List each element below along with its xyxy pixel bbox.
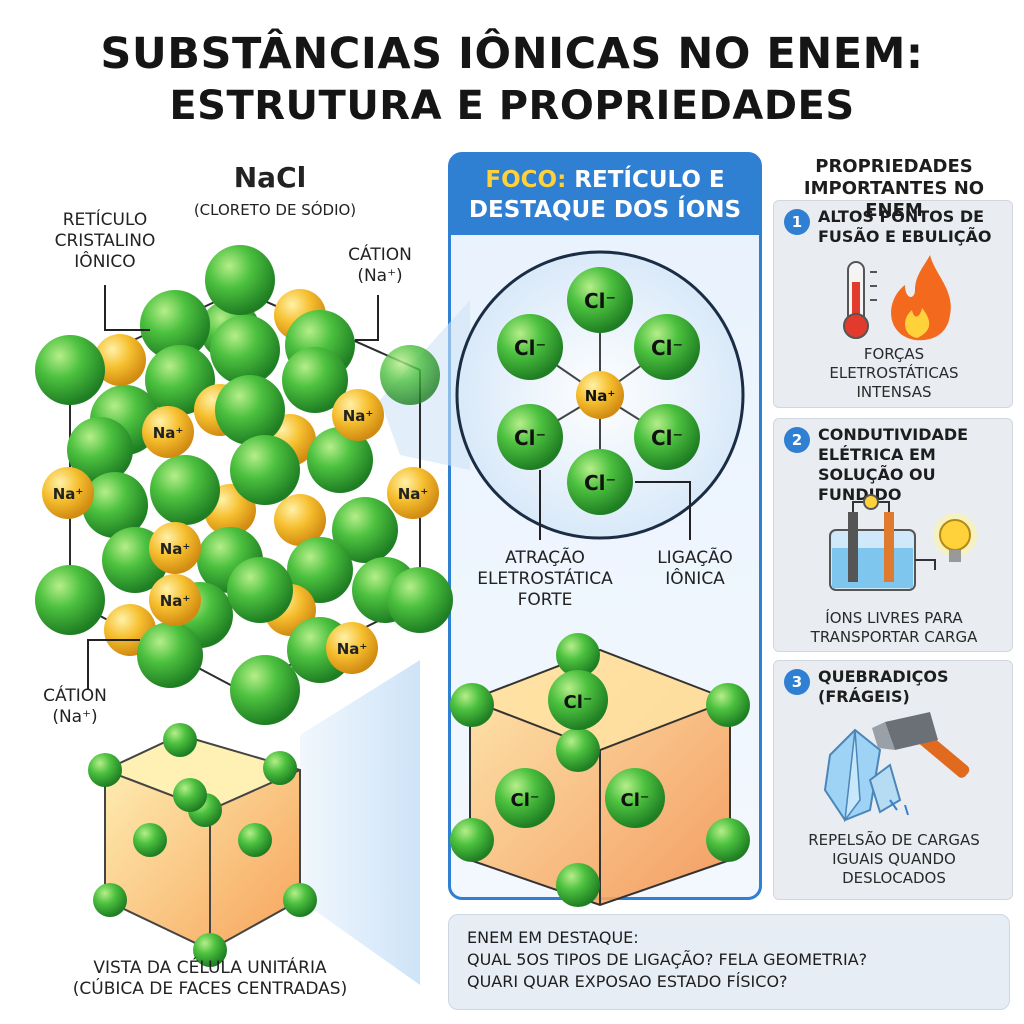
cation-label-left: CÁTION (Na⁺) xyxy=(43,686,107,727)
cl-ion-label: Cl⁻ xyxy=(514,336,546,360)
ionic-lattice xyxy=(35,245,453,725)
cl-ion-label: Cl⁻ xyxy=(584,289,616,313)
na-ion-label: Na⁺ xyxy=(343,407,374,425)
crystal-icon xyxy=(823,728,902,823)
enem-title: ENEM EM DESTAQUE: xyxy=(467,928,639,947)
na-ion-label: Na⁺ xyxy=(160,540,191,558)
na-ion-label: Na⁺ xyxy=(337,640,368,658)
cl-ion-label: Cl⁻ xyxy=(584,471,616,495)
na-ion-label: Na⁺ xyxy=(398,485,429,503)
lattice-label: RETÍCULO CRISTALINO IÔNICO xyxy=(54,210,156,272)
enem-question-2: QUARI QUAR EXPOSAO ESTADO FÍSICO? xyxy=(467,972,788,991)
cl-ion-label: Cl⁻ xyxy=(511,790,540,811)
cl-ion-label: Cl⁻ xyxy=(651,336,683,360)
cl-ion-label: Cl⁻ xyxy=(564,692,593,713)
page-title: SUBSTÂNCIAS IÔNICAS NO ENEM: ESTRUTURA E… xyxy=(0,28,1024,132)
na-ion-label: Na⁺ xyxy=(53,485,84,503)
na-ion-label: Na⁺ xyxy=(585,387,616,405)
middle-unit-cell: Cl⁻ Cl⁻ Cl⁻ xyxy=(450,633,750,907)
cl-ion-label: Cl⁻ xyxy=(651,426,683,450)
zoom-ions: Cl⁻ Cl⁻ Cl⁻ Cl⁻ Cl⁻ Cl⁻ Na⁺ xyxy=(497,267,700,515)
nacl-name: (CLORETO DE SÓDIO) xyxy=(193,201,357,219)
thermometer-icon xyxy=(843,261,877,339)
cl-ion-label: Cl⁻ xyxy=(514,426,546,450)
na-ion-label: Na⁺ xyxy=(153,424,184,442)
hammer-icon xyxy=(872,712,970,778)
light-bulb-icon xyxy=(933,513,977,562)
enem-highlight-box: ENEM EM DESTAQUE: QUAL 5OS TIPOS DE LIGA… xyxy=(448,914,1010,1010)
fcc-unit-cell xyxy=(88,723,317,967)
na-ion-label: Na⁺ xyxy=(160,592,191,610)
electrolysis-cell-icon xyxy=(829,494,936,591)
cl-ion-label: Cl⁻ xyxy=(621,790,650,811)
unit-cell-caption: VISTA DA CÉLULA UNITÁRIA (CÚBICA DE FACE… xyxy=(72,958,348,999)
cation-label-top: CÁTION (Na⁺) xyxy=(348,245,412,286)
attraction-label: ATRAÇÃO ELETROSTÁTICA FORTE xyxy=(477,548,613,610)
title-line-2: ESTRUTURA E PROPRIEDADES xyxy=(169,83,855,129)
sodium-ion-markers: Na⁺ Na⁺ Na⁺ Na⁺ Na⁺ Na⁺ Na⁺ xyxy=(42,389,439,674)
nacl-formula: NaCl xyxy=(233,161,307,194)
ionic-bond-label: LIGAÇÃO IÔNICA xyxy=(657,548,733,589)
zoom-beam-unit-cell xyxy=(300,660,420,985)
flame-icon xyxy=(891,255,951,341)
impact-lines xyxy=(889,799,909,816)
title-line-1: SUBSTÂNCIAS IÔNICAS NO ENEM: xyxy=(100,29,924,79)
properties-title: PROPRIEDADES IMPORTANTES NO ENEM xyxy=(803,156,985,221)
leader-lines xyxy=(87,285,379,690)
enem-question-1: QUAL 5OS TIPOS DE LIGAÇÃO? FELA GEOMETRI… xyxy=(467,950,868,969)
zoom-leader-lines xyxy=(539,470,691,540)
